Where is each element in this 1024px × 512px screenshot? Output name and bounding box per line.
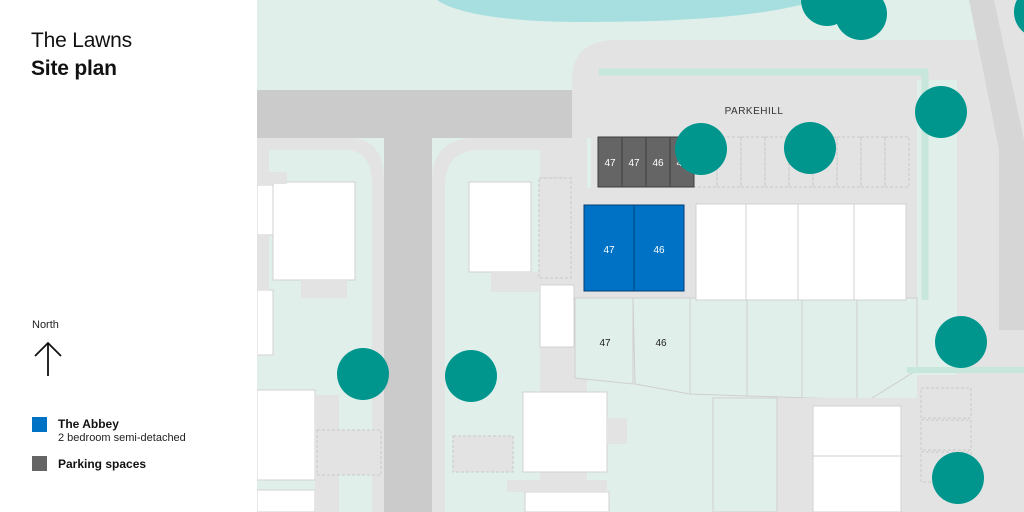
- legend-title-the-abbey: The Abbey: [58, 417, 119, 431]
- development-name: The Lawns: [31, 29, 132, 52]
- parking-number: 47: [628, 158, 640, 169]
- page-title: Site plan: [31, 57, 117, 80]
- garden-plot-47: [574, 297, 634, 385]
- buildings-south-east: [812, 405, 902, 512]
- parking-space: [621, 136, 647, 188]
- pond: [437, 0, 817, 22]
- parking-space: [645, 136, 671, 188]
- info-panel: The Lawns Site plan North The Abbey 2 be…: [0, 0, 257, 512]
- tree-icon: [445, 350, 497, 402]
- legend-subtitle-the-abbey: 2 bedroom semi-detached: [58, 432, 186, 444]
- buildings-middle: [468, 181, 610, 512]
- garden-number: 46: [655, 338, 667, 349]
- parking-space: [597, 136, 623, 188]
- tree-icon: [784, 122, 836, 174]
- the-abbey-plot-47: [583, 204, 635, 292]
- parking-number: 46: [652, 158, 664, 169]
- legend-title-parking: Parking spaces: [58, 457, 147, 471]
- garden-plots-east: [689, 297, 918, 401]
- tree-icon: [1014, 0, 1024, 33]
- tree-icon: [675, 123, 727, 175]
- site-plan-map[interactable]: 47 47 46 46 PARKEHILL 47 46: [257, 0, 1024, 512]
- house-number: 46: [653, 245, 665, 256]
- house-number: 47: [603, 245, 615, 256]
- site-plan-drawing: 47 47 46 46 PARKEHILL 47 46: [257, 0, 1024, 512]
- legend-swatch-parking: [32, 456, 47, 471]
- road-vertical: [384, 90, 432, 512]
- buildings-west: [257, 181, 356, 512]
- tree-icon: [915, 86, 967, 138]
- north-arrow-icon: [34, 341, 62, 376]
- garden-number: 47: [599, 338, 611, 349]
- hedge-border: [599, 68, 929, 300]
- street-label: PARKEHILL: [725, 106, 784, 117]
- the-abbey-plot-46: [633, 204, 685, 292]
- north-label: North: [32, 319, 59, 331]
- legend-swatch-the-abbey: [32, 417, 47, 432]
- terrace-east: [695, 203, 907, 301]
- access-road-right: [969, 0, 1024, 330]
- trees: [337, 0, 1024, 504]
- tree-icon: [935, 316, 987, 368]
- parking-number: 47: [604, 158, 616, 169]
- tree-icon: [337, 348, 389, 400]
- tree-icon: [835, 0, 887, 40]
- tree-icon: [932, 452, 984, 504]
- grass-south-east: [712, 397, 778, 512]
